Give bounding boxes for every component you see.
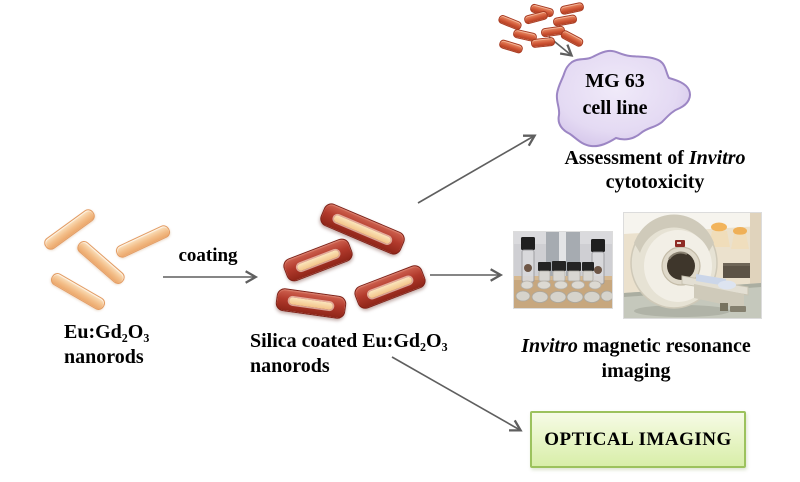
label-eu-gd2o3-nanorods: Eu:Gd₂O₃ nanorods	[64, 320, 149, 370]
sample-vials-photo	[513, 231, 613, 309]
small-nanorod	[530, 36, 556, 49]
silica-nanorod	[352, 262, 428, 312]
silica-nanorod	[274, 287, 348, 320]
label-mg63: MG 63	[585, 70, 645, 92]
mri-scanner-photo	[623, 212, 762, 319]
label-eu-gd2o3-line1: Eu:Gd₂O₃	[64, 321, 150, 343]
small-nanorod	[559, 1, 585, 16]
pale-nanorod	[48, 270, 108, 313]
nanorod-core	[288, 296, 334, 311]
small-nanorod	[498, 38, 524, 55]
label-silica-line2: nanorods	[250, 355, 330, 377]
silica-nanorod	[281, 236, 355, 284]
label-mri-imaging: Invitro magnetic resonance imaging	[521, 335, 751, 382]
sample-vials-illustration	[514, 232, 612, 308]
mri-scanner-illustration	[624, 213, 761, 318]
label-silica-coated-nanorods: Silica coated Eu:Gd₂O₃ nanorods	[250, 329, 448, 379]
label-eu-gd2o3-line2: nanorods	[64, 346, 144, 368]
label-coating: coating	[178, 245, 238, 266]
invitro-italic: Invitro	[521, 335, 578, 357]
small-nanorod	[559, 28, 585, 49]
nanorod-core	[367, 275, 413, 299]
small-nanorod	[523, 10, 549, 25]
small-nanorod	[552, 13, 578, 28]
label-mg63-cell-line: MG 63 cell line	[556, 68, 674, 122]
label-optical-imaging: OPTICAL IMAGING	[544, 428, 732, 450]
arrow-to-cell-line	[417, 134, 537, 204]
label-cell-line: cell line	[582, 97, 648, 119]
invitro-italic: Invitro	[688, 147, 746, 169]
nanorod-core	[296, 248, 340, 272]
label-cytotoxicity: Assessment of Invitro cytotoxicity	[564, 147, 746, 193]
label-silica-line1: Silica coated Eu:Gd₂O₃	[250, 330, 448, 352]
optical-imaging-box: OPTICAL IMAGING	[530, 411, 746, 468]
